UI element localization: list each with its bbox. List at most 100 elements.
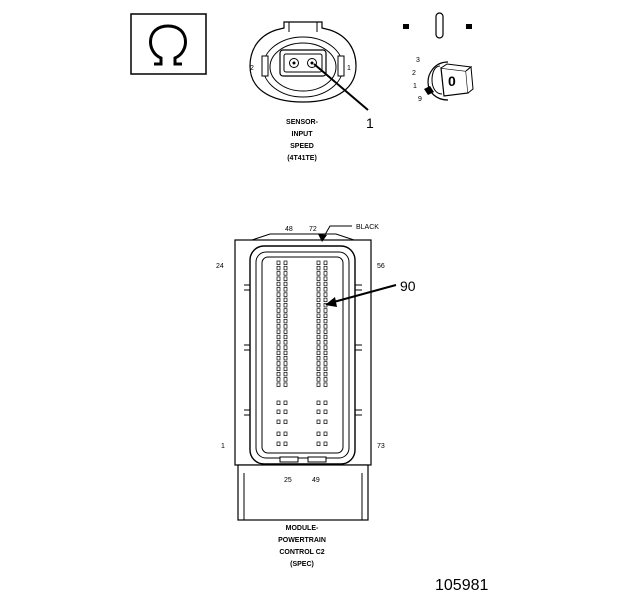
pcm-cavity-pin bbox=[276, 308, 281, 313]
pcm-cavity-pin bbox=[323, 313, 328, 318]
pcm-cavity-pin bbox=[323, 366, 328, 371]
pcm-cavity-pin bbox=[323, 400, 328, 405]
pcm-cavity-pin bbox=[276, 297, 281, 303]
pcm-cavity-pin bbox=[283, 292, 288, 297]
pcm-cavity-pin bbox=[283, 334, 288, 340]
pcm-cavity-pin bbox=[276, 377, 281, 382]
pcm-cavity-pin bbox=[276, 303, 281, 308]
pcm-cavity-pin bbox=[283, 308, 288, 313]
figure-id: 105981 bbox=[435, 577, 488, 594]
pcm-cavity-pin bbox=[283, 318, 288, 324]
pcm-cavity-pin bbox=[316, 318, 321, 324]
key-letter: 0 bbox=[448, 73, 456, 89]
pcm-cavity-pin bbox=[316, 308, 321, 313]
pcm-cavity-pin bbox=[283, 260, 288, 265]
sensor-housing bbox=[249, 21, 357, 103]
pcm-connector: 48 72 BLACK 24 56 90 1 73 25 49 MODULE- … bbox=[216, 224, 416, 568]
pcm-cavity-pin bbox=[316, 297, 321, 303]
pcm-cavity-pin bbox=[323, 419, 328, 424]
sensor-callout-leader bbox=[313, 63, 369, 111]
pcm-color-label: BLACK bbox=[356, 224, 379, 231]
pcm-cavity-pin bbox=[276, 350, 281, 356]
pcm-cavity-pin bbox=[276, 265, 281, 271]
terminal-key-symbol: 3 2 1 9 0 bbox=[403, 12, 474, 103]
pcm-cavity-pin bbox=[283, 366, 288, 371]
pcm-cavity-pin bbox=[323, 431, 328, 436]
key-tip bbox=[424, 86, 434, 95]
pcm-cavity-pin bbox=[316, 271, 321, 276]
pcm-callout-label: 90 bbox=[400, 278, 416, 294]
pcm-bottom-right-num: 49 bbox=[312, 477, 320, 484]
pcm-cavity-pin bbox=[323, 371, 328, 377]
pcm-cavity-pin bbox=[276, 366, 281, 371]
pcm-cavity-pin bbox=[276, 409, 281, 414]
pcm-cavity-pin bbox=[316, 441, 321, 446]
pcm-cavity-pin bbox=[283, 441, 288, 446]
pcm-cavity-pin bbox=[323, 292, 328, 297]
ohm-symbol-box bbox=[130, 13, 207, 75]
pcm-cavity-pin bbox=[276, 361, 281, 366]
pcm-cavity-pin bbox=[323, 318, 328, 324]
pcm-bottom-left-num: 25 bbox=[284, 477, 292, 484]
key-label-9: 9 bbox=[418, 96, 422, 103]
pcm-cavity-pin bbox=[316, 366, 321, 371]
ohm-frame bbox=[130, 13, 207, 75]
pcm-right-top-num: 56 bbox=[377, 263, 385, 270]
pcm-cavity-pin bbox=[276, 334, 281, 340]
pcm-cavity-pin bbox=[276, 419, 281, 424]
pcm-callout-leader bbox=[329, 284, 397, 304]
pcm-cavity-pin bbox=[276, 324, 281, 329]
pcm-left-keys bbox=[244, 284, 250, 416]
pcm-cavity-pin bbox=[276, 400, 281, 405]
key-label-2: 2 bbox=[412, 70, 416, 77]
pcm-right-bottom-num: 73 bbox=[377, 443, 385, 450]
pcm-cavity-pin bbox=[323, 265, 328, 271]
pcm-cavity-pin bbox=[316, 303, 321, 308]
sensor-connector: 2 1 1 SENSOR- INPUT SPEED (4T41TE) bbox=[249, 21, 374, 162]
pcm-terminal-cavities bbox=[276, 260, 328, 446]
pcm-cavity-pin bbox=[323, 377, 328, 382]
pcm-top-right-num: 72 bbox=[309, 226, 317, 233]
pcm-cavity-pin bbox=[316, 409, 321, 414]
pcm-cavity-pin bbox=[323, 361, 328, 366]
key-head-side bbox=[465, 66, 474, 94]
pcm-bottom-latch-right bbox=[307, 456, 327, 463]
pcm-cavity-pin bbox=[283, 400, 288, 405]
sensor-callout-label: 1 bbox=[366, 115, 374, 131]
pcm-left-top-num: 24 bbox=[216, 263, 224, 270]
pcm-cavity-pin bbox=[316, 340, 321, 345]
ohm-icon bbox=[149, 24, 187, 66]
pcm-cavity-pin bbox=[316, 431, 321, 436]
pcm-cavity-pin bbox=[323, 287, 328, 292]
pcm-cavity-pin bbox=[276, 276, 281, 281]
pcm-cavity-pin bbox=[276, 287, 281, 292]
pcm-caption-line-3: CONTROL C2 bbox=[279, 549, 324, 556]
pcm-cavity-pin bbox=[283, 313, 288, 318]
pcm-cavity-pin bbox=[323, 271, 328, 276]
sensor-caption-line-1: SENSOR- bbox=[286, 119, 319, 126]
pcm-cavity-pin bbox=[283, 265, 288, 271]
pcm-cavity-pin bbox=[283, 287, 288, 292]
sensor-left-tab bbox=[261, 55, 269, 77]
pcm-cavity-pin bbox=[316, 324, 321, 329]
sensor-inner-ring-2 bbox=[269, 42, 337, 92]
pcm-cavity-pin bbox=[323, 329, 328, 334]
pcm-cavity-pin bbox=[283, 419, 288, 424]
pcm-cavity-pin bbox=[316, 361, 321, 366]
pcm-cavity-pin bbox=[283, 329, 288, 334]
pcm-cavity-pin bbox=[316, 281, 321, 287]
pcm-cavity-pin bbox=[276, 441, 281, 446]
pcm-cavity-pin bbox=[323, 308, 328, 313]
pcm-cavity-pin bbox=[316, 276, 321, 281]
pcm-cavity-pin bbox=[323, 334, 328, 340]
sensor-terminal-inner bbox=[283, 53, 323, 73]
pcm-caption-line-1: MODULE- bbox=[286, 525, 319, 532]
pcm-cavity-pin bbox=[316, 329, 321, 334]
pcm-cavity-pin bbox=[316, 265, 321, 271]
key-dash-left bbox=[403, 24, 409, 29]
pcm-shroud-inner bbox=[255, 251, 350, 459]
pcm-cavity-pin bbox=[276, 260, 281, 265]
pcm-cavity-pin bbox=[276, 313, 281, 318]
